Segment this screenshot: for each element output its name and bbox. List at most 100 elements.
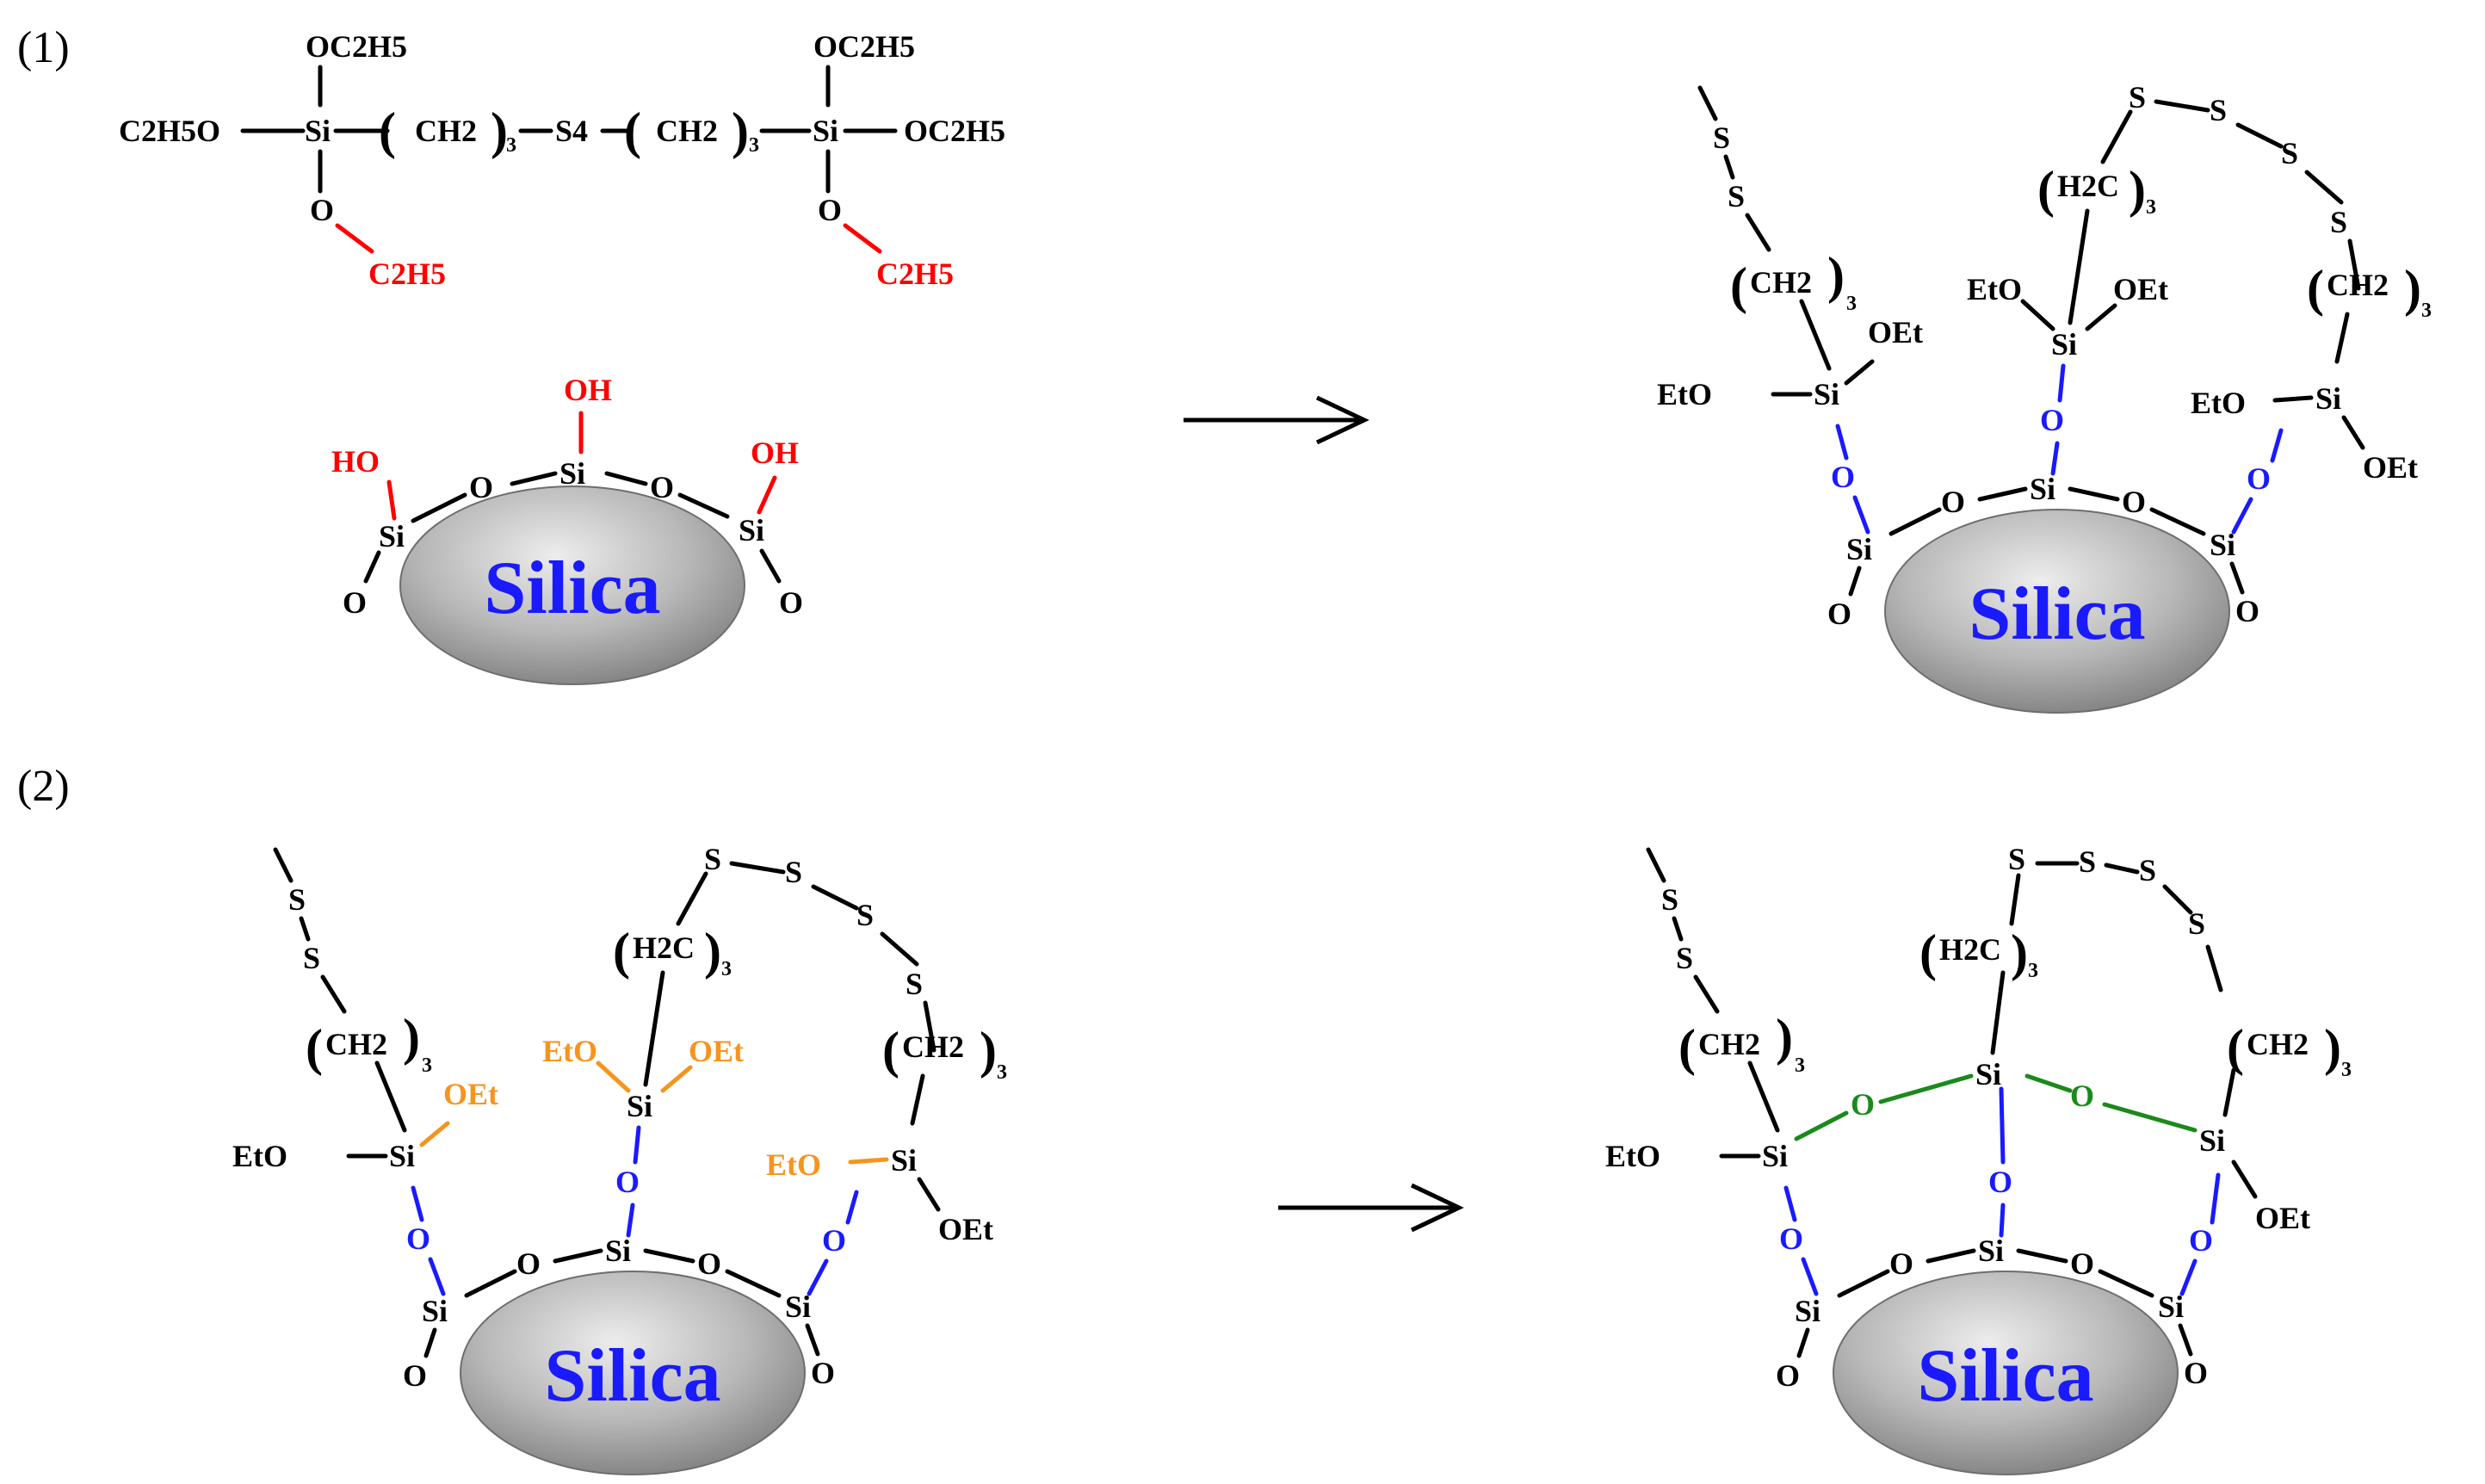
svg-text:(: ( [2307, 260, 2324, 317]
svg-text:Si: Si [2199, 1123, 2225, 1158]
svg-text:OEt: OEt [2113, 272, 2168, 306]
svg-text:EtO: EtO [1605, 1139, 1660, 1173]
svg-text:S: S [2139, 853, 2156, 887]
svg-text:3: 3 [2341, 1059, 2352, 1081]
svg-text:EtO: EtO [2191, 386, 2246, 420]
svg-text:O: O [403, 1358, 427, 1393]
svg-text:Si: Si [422, 1294, 448, 1328]
svg-text:O: O [2070, 1246, 2094, 1281]
svg-text:S: S [2210, 93, 2227, 127]
svg-text:3: 3 [2421, 300, 2432, 322]
svg-text:): ) [704, 923, 721, 980]
svg-text:): ) [2129, 161, 2146, 218]
svg-text:O: O [2070, 1079, 2094, 1113]
left-ho: HO [331, 444, 380, 479]
right-oh: OH [751, 436, 799, 470]
svg-text:H2C: H2C [2057, 169, 2119, 203]
svg-text:(: ( [2227, 1019, 2244, 1076]
right-bridge-o: O [650, 470, 674, 504]
svg-text:Si: Si [1975, 1057, 2001, 1091]
svg-text:S: S [303, 941, 320, 975]
svg-text:O: O [1827, 597, 1851, 631]
svg-text:): ) [2404, 260, 2421, 317]
svg-text:Si: Si [2030, 472, 2055, 506]
right-oc2h5: OC2H5 [904, 114, 1005, 148]
svg-text:Si: Si [785, 1289, 811, 1324]
svg-text:S: S [1676, 941, 1693, 975]
svg-text:S: S [906, 967, 923, 1001]
panel-label-2: (2) [17, 762, 70, 811]
svg-text:OEt: OEt [938, 1212, 993, 1246]
svg-text:3: 3 [2028, 960, 2038, 982]
center-oh: OH [564, 373, 612, 407]
s4-linker: S4 [555, 114, 588, 148]
svg-text:3: 3 [1795, 1054, 1805, 1077]
svg-text:Si: Si [627, 1089, 652, 1123]
svg-text:S: S [785, 855, 802, 889]
svg-text:): ) [2324, 1019, 2341, 1076]
svg-text:Si: Si [891, 1143, 917, 1178]
svg-text:Si: Si [605, 1234, 631, 1268]
svg-text:Si: Si [1795, 1294, 1820, 1328]
svg-text:S: S [288, 882, 306, 917]
svg-text:): ) [491, 102, 508, 159]
svg-text:): ) [980, 1022, 997, 1079]
svg-text:Si: Si [1846, 532, 1872, 566]
silica-label: Silica [484, 547, 660, 630]
svg-text:O: O [1831, 460, 1855, 494]
silica-label: Silica [1917, 1334, 2093, 1418]
panel2-reactant-silica: Silica Si O O Si O Si O O O O Si EtO OEt… [232, 842, 1007, 1475]
reaction-arrow-2 [1278, 1183, 1464, 1233]
right-bottom-o: O [818, 193, 842, 227]
svg-text:O: O [822, 1223, 846, 1258]
svg-text:O: O [2247, 461, 2271, 496]
svg-text:): ) [403, 1009, 420, 1066]
svg-text:O: O [1941, 485, 1965, 519]
svg-text:O: O [2189, 1223, 2213, 1258]
svg-text:O: O [697, 1246, 721, 1281]
svg-text:Si: Si [2210, 528, 2235, 562]
svg-text:(: ( [1730, 257, 1747, 314]
svg-text:CH2: CH2 [902, 1030, 964, 1064]
svg-text:S: S [2188, 906, 2205, 941]
tespt-silane-molecule: OC2H5 C2H5O Si ( CH2 ) 3 S4 ( CH2 ) 3 O … [119, 29, 1005, 291]
svg-text:S: S [2079, 844, 2096, 879]
svg-text:O: O [1776, 1358, 1800, 1393]
svg-text:EtO: EtO [542, 1034, 597, 1068]
left-top-oc2h5: OC2H5 [306, 29, 407, 64]
silica-particle [399, 485, 745, 685]
svg-text:O: O [811, 1356, 835, 1390]
svg-text:CH2: CH2 [2247, 1027, 2309, 1061]
svg-text:3: 3 [422, 1054, 432, 1077]
svg-text:): ) [2011, 924, 2028, 981]
svg-text:S: S [2129, 80, 2146, 114]
svg-text:Si: Si [389, 1139, 415, 1173]
svg-text:3: 3 [721, 958, 732, 980]
svg-text:3: 3 [1846, 293, 1857, 315]
right-lower-o: O [779, 585, 803, 620]
svg-text:S: S [2008, 842, 2025, 876]
svg-text:CH2: CH2 [325, 1027, 387, 1061]
svg-text:3: 3 [749, 134, 759, 157]
svg-text:(: ( [379, 102, 396, 159]
left-si: Si [305, 114, 331, 148]
left-lower-o: O [343, 585, 367, 620]
left-bottom-o: O [310, 193, 334, 227]
reaction-arrow-1 [1184, 395, 1369, 445]
right-red-c2h5: C2H5 [876, 257, 954, 291]
right-ch2: CH2 [656, 114, 718, 148]
svg-text:EtO: EtO [1657, 377, 1712, 411]
svg-text:Si: Si [1814, 377, 1839, 411]
svg-text:Si: Si [2158, 1289, 2184, 1324]
svg-text:3: 3 [2146, 196, 2156, 219]
left-ch2: CH2 [415, 114, 477, 148]
panel-label-1: (1) [17, 23, 70, 72]
svg-text:(: ( [2037, 161, 2055, 218]
svg-text:S: S [1713, 121, 1730, 155]
left-si: Si [379, 519, 405, 553]
right-si: Si [739, 513, 764, 547]
svg-text:O: O [1779, 1221, 1803, 1256]
svg-text:S: S [704, 842, 721, 876]
svg-text:3: 3 [506, 134, 516, 157]
